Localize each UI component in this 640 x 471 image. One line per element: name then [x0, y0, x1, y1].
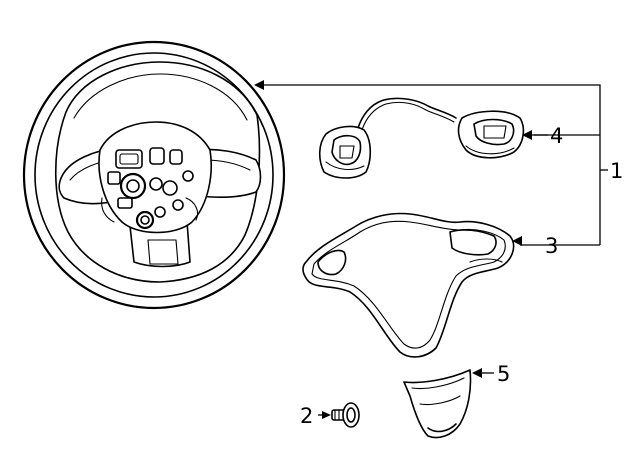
mounting-bolt	[331, 402, 360, 428]
callout-5: 5	[497, 362, 510, 386]
steering-wheel	[22, 40, 286, 310]
callout-2: 2	[300, 404, 313, 428]
callout-1: 1	[610, 159, 623, 183]
leader-lines	[254, 80, 608, 419]
steering-wheel-switch-assembly	[318, 97, 525, 179]
steering-wheel-trim-cover	[302, 212, 515, 358]
callout-3: 3	[545, 234, 558, 258]
lower-trim-cover	[403, 369, 472, 439]
callout-4: 4	[550, 124, 563, 148]
